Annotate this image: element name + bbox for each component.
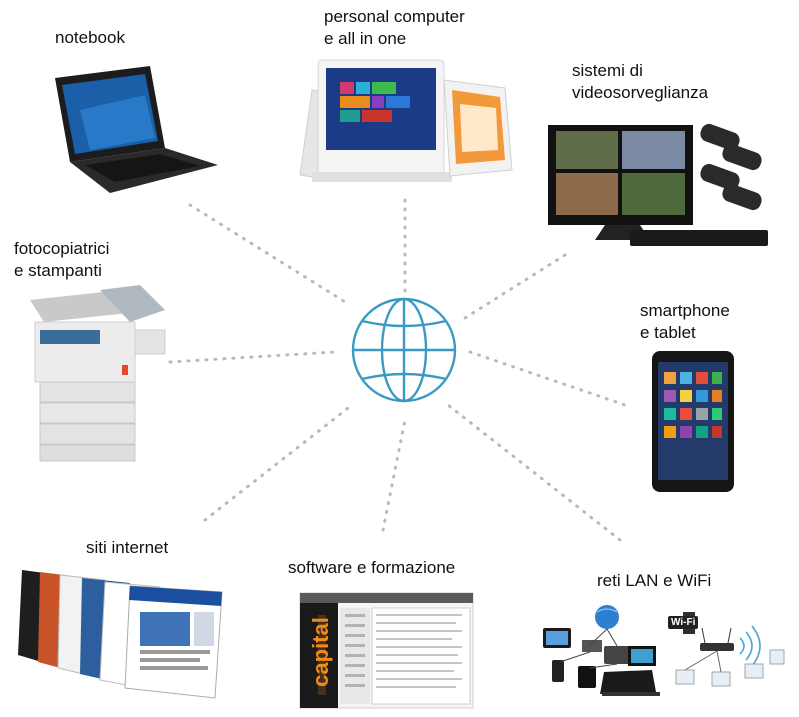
connector-software <box>381 418 407 532</box>
software-window-icon <box>299 592 474 709</box>
label-line: notebook <box>55 28 125 47</box>
label-personal-computer: personal computer e all in one <box>324 6 465 50</box>
label-line: sistemi di <box>572 61 643 80</box>
all-in-one-pc-icon <box>299 59 513 182</box>
tablet-icon <box>652 351 734 492</box>
label-line: videosorveglianza <box>572 83 709 102</box>
label-reti: reti LAN e WiFi <box>597 570 711 592</box>
connector-cctv <box>463 253 567 320</box>
laptop-icon <box>55 66 218 193</box>
network-icon <box>543 605 785 696</box>
label-fotocopiatrici: fotocopiatrici e stampanti <box>14 238 109 282</box>
globe-icon <box>351 297 457 403</box>
label-line: personal computer <box>324 7 465 26</box>
connector-printers <box>168 350 337 364</box>
cctv-icon <box>548 123 768 246</box>
software-brand-logo: capital <box>308 617 333 687</box>
label-line: e stampanti <box>14 261 102 280</box>
connector-mobile <box>468 350 627 407</box>
web-pages-icon <box>18 570 223 699</box>
label-siti-internet: siti internet <box>86 537 168 559</box>
connector-notebook <box>188 203 352 307</box>
connector-network <box>446 403 622 542</box>
label-software: software e formazione <box>288 557 455 579</box>
label-line: siti internet <box>86 538 169 557</box>
label-smartphone: smartphone e tablet <box>640 300 730 344</box>
label-line: fotocopiatrici <box>14 239 110 258</box>
label-line: e all in one <box>324 29 407 48</box>
label-line: software e formazione <box>288 558 456 577</box>
label-videosorveglianza: sistemi di videosorveglianza <box>572 60 708 104</box>
label-line: e tablet <box>640 323 696 342</box>
wifi-badge: Wi-Fi <box>668 616 699 629</box>
connectors <box>168 198 627 542</box>
label-line: reti LAN e WiFi <box>597 571 712 590</box>
connector-web <box>203 403 354 522</box>
label-line: smartphone <box>640 301 730 320</box>
copier-icon <box>30 285 166 462</box>
label-notebook: notebook <box>55 27 125 49</box>
